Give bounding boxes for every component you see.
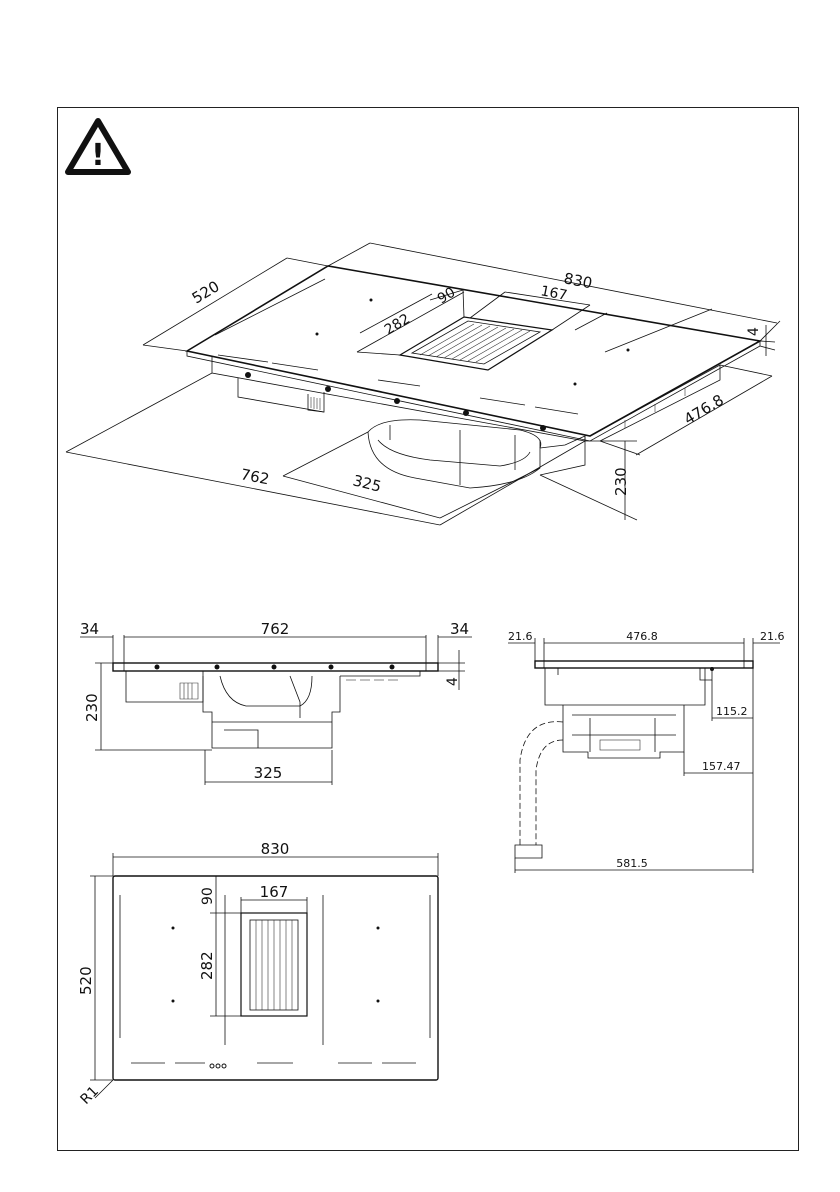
dimension-label: 520 — [77, 966, 95, 995]
warning-triangle-icon: ! — [68, 121, 128, 173]
dimension-label: 282 — [382, 311, 413, 338]
dimension-label: 520 — [189, 277, 223, 307]
dimension-label: 4 — [746, 327, 762, 336]
dimension-label: 115.2 — [716, 705, 748, 718]
dimension-label: 34 — [450, 620, 469, 638]
dimension-label: 21.6 — [508, 630, 533, 643]
dimension-label: 90 — [200, 887, 216, 905]
dimension-label: 157.47 — [702, 760, 741, 773]
dimension-label: 34 — [80, 620, 99, 638]
dimension-label: 325 — [254, 764, 283, 782]
front-view: 34 762 34 230 4 325 — [80, 620, 472, 785]
dimension-label: 230 — [83, 693, 101, 722]
dimension-label: R1 — [78, 1083, 102, 1107]
dimension-label: 762 — [261, 620, 290, 638]
isometric-view: 830 520 4 476.8 762 325 230 167 90 282 — [66, 243, 780, 525]
dimension-label: 476.8 — [626, 630, 658, 643]
dimension-label: 325 — [351, 471, 383, 495]
dimension-label: 21.6 — [760, 630, 785, 643]
top-view: 830 520 167 90 282 R1 — [77, 840, 438, 1108]
dimension-label: ! — [91, 138, 105, 173]
dimension-label: 167 — [260, 883, 289, 901]
dimension-label: 4 — [445, 677, 461, 686]
side-view: 21.6 476.8 21.6 115.2 157.47 581.5 — [508, 630, 785, 873]
dimension-label: 230 — [612, 467, 630, 496]
dimension-label: 762 — [239, 465, 271, 488]
dimension-label: 830 — [261, 840, 290, 858]
dimension-label: 581.5 — [616, 857, 648, 870]
dimension-label: 282 — [198, 951, 216, 980]
